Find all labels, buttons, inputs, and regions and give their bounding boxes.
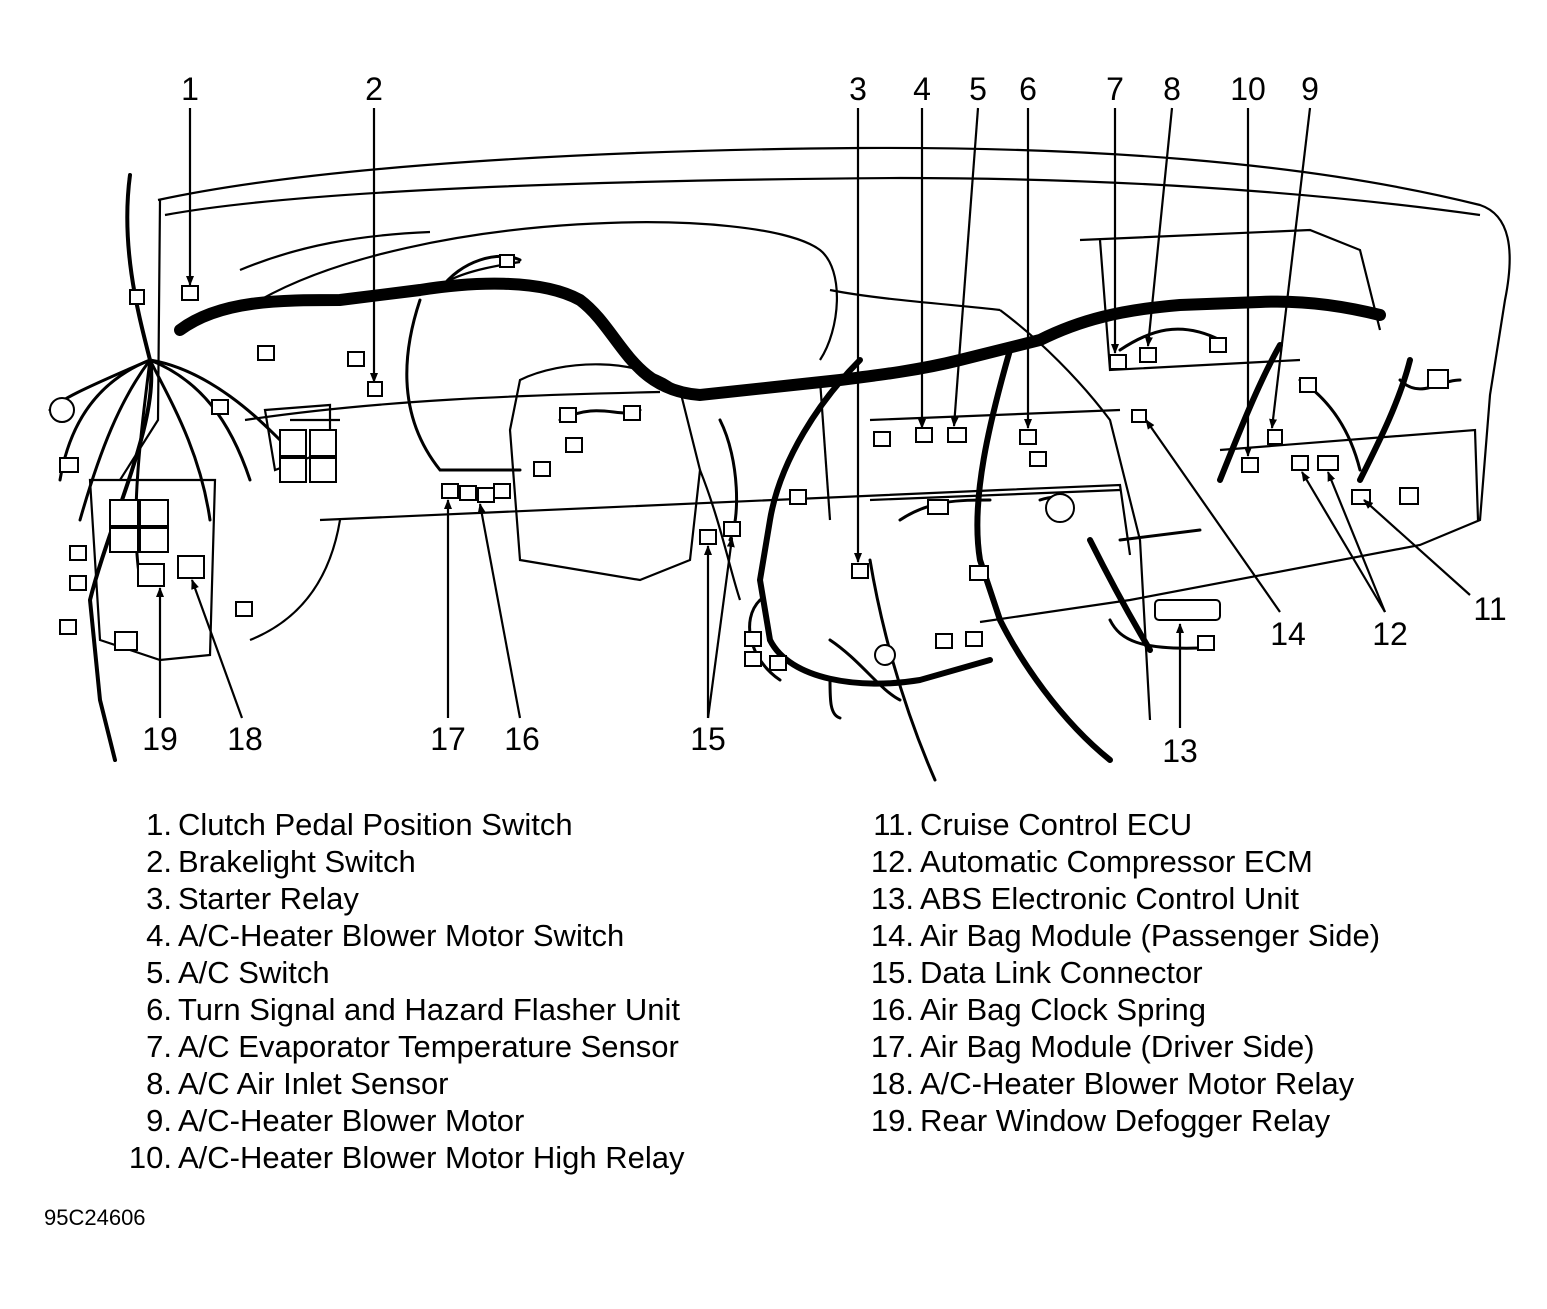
legend-label: Air Bag Module (Passenger Side) <box>920 918 1381 953</box>
callout-arrow-11 <box>1363 499 1471 596</box>
legend-item: 6.Turn Signal and Hazard Flasher Unit <box>120 991 685 1028</box>
legend-number: 4. <box>146 918 172 953</box>
legend-item: 17.Air Bag Module (Driver Side) <box>860 1028 1380 1065</box>
legend-item: 7.A/C Evaporator Temperature Sensor <box>120 1028 685 1065</box>
callout-arrow-12b <box>1326 471 1387 613</box>
callout-19: 19 <box>142 721 178 757</box>
callout-arrow-9 <box>1269 107 1312 429</box>
legend-number: 5. <box>146 955 172 990</box>
callout-5: 5 <box>969 71 987 107</box>
callout-9: 9 <box>1301 71 1319 107</box>
figure-id: 95C24606 <box>44 1205 146 1230</box>
callout-4: 4 <box>913 71 931 107</box>
callout-10: 10 <box>1230 71 1266 107</box>
legend-item: 9.A/C-Heater Blower Motor <box>120 1102 685 1139</box>
legend-label: Cruise Control ECU <box>920 807 1193 842</box>
callout-11: 11 <box>1473 591 1506 627</box>
legend-item: 11.Cruise Control ECU <box>860 806 1380 843</box>
legend-label: Rear Window Defogger Relay <box>920 1103 1331 1138</box>
callout-arrow-8 <box>1144 107 1174 347</box>
legend-number: 3. <box>146 881 172 916</box>
legend-item: 5.A/C Switch <box>120 954 685 991</box>
legend-label: A/C Air Inlet Sensor <box>178 1066 449 1101</box>
legend-item: 1.Clutch Pedal Position Switch <box>120 806 685 843</box>
legend-number: 16. <box>870 992 914 1027</box>
legend-item: 14.Air Bag Module (Passenger Side) <box>860 917 1380 954</box>
legend-item: 12.Automatic Compressor ECM <box>860 843 1380 880</box>
legend-label: Starter Relay <box>178 881 359 916</box>
callout-12: 12 <box>1372 616 1408 652</box>
legend-item: 13.ABS Electronic Control Unit <box>860 880 1380 917</box>
callout-arrow-12a <box>1301 471 1386 613</box>
legend-label: Air Bag Module (Driver Side) <box>920 1029 1315 1064</box>
legend-right-column: 11.Cruise Control ECU 12.Automatic Compr… <box>860 806 1380 1139</box>
legend-label: A/C-Heater Blower Motor High Relay <box>178 1140 685 1175</box>
callout-8: 8 <box>1163 71 1181 107</box>
legend-item: 15.Data Link Connector <box>860 954 1380 991</box>
legend-item: 2.Brakelight Switch <box>120 843 685 880</box>
callout-arrow-14 <box>1145 419 1281 613</box>
legend-item: 8.A/C Air Inlet Sensor <box>120 1065 685 1102</box>
callout-13: 13 <box>1162 733 1198 769</box>
callout-14: 14 <box>1270 616 1306 652</box>
legend-number: 6. <box>146 992 172 1027</box>
legend-label: Data Link Connector <box>920 955 1203 990</box>
callout-3: 3 <box>849 71 867 107</box>
dashboard-wiring-diagram: 1 2 3 4 5 6 7 8 9 10 11 12 13 14 15 16 1… <box>48 71 1511 782</box>
legend-number: 18. <box>870 1066 914 1101</box>
callout-numbers: 1 2 3 4 5 6 7 8 9 10 11 12 13 14 15 16 1… <box>142 71 1506 769</box>
legend-number: 7. <box>146 1029 172 1064</box>
callout-arrow-16 <box>477 503 522 719</box>
legend-label: ABS Electronic Control Unit <box>920 881 1300 916</box>
callout-arrows <box>156 107 1471 728</box>
legend-number: 2. <box>146 844 172 879</box>
legend-label: A/C-Heater Blower Motor Switch <box>178 918 625 953</box>
legend-label: Turn Signal and Hazard Flasher Unit <box>178 992 680 1027</box>
legend-item: 3.Starter Relay <box>120 880 685 917</box>
legend-number: 13. <box>870 881 914 916</box>
legend-label: Automatic Compressor ECM <box>920 844 1313 879</box>
legend-left-column: 1.Clutch Pedal Position Switch 2.Brakeli… <box>120 806 685 1176</box>
callout-arrow-15b <box>706 537 735 719</box>
callout-15: 15 <box>690 721 726 757</box>
callout-arrow-18 <box>190 579 244 719</box>
legend-item: 10.A/C-Heater Blower Motor High Relay <box>120 1139 685 1176</box>
callout-16: 16 <box>504 721 540 757</box>
legend-number: 17. <box>870 1029 914 1064</box>
legend-label: A/C Evaporator Temperature Sensor <box>178 1029 679 1064</box>
legend-number: 12. <box>870 844 914 879</box>
legend-number: 9. <box>146 1103 172 1138</box>
legend-number: 11. <box>873 807 914 842</box>
legend-label: Air Bag Clock Spring <box>920 992 1207 1027</box>
legend-label: A/C Switch <box>178 955 330 990</box>
legend-number: 15. <box>870 955 914 990</box>
callout-6: 6 <box>1019 71 1037 107</box>
callout-1: 1 <box>181 71 199 107</box>
callout-17: 17 <box>430 721 466 757</box>
legend-number: 1. <box>146 807 172 842</box>
connectors <box>49 254 1449 671</box>
legend-number: 14. <box>870 918 914 953</box>
legend-item: 19.Rear Window Defogger Relay <box>860 1102 1380 1139</box>
callout-arrow-5 <box>950 107 980 427</box>
legend-item: 4.A/C-Heater Blower Motor Switch <box>120 917 685 954</box>
legend-item: 16.Air Bag Clock Spring <box>860 991 1380 1028</box>
legend-number: 10. <box>128 1140 172 1175</box>
legend-label: A/C-Heater Blower Motor <box>178 1103 525 1138</box>
legend-number: 8. <box>146 1066 172 1101</box>
callout-18: 18 <box>227 721 263 757</box>
legend-label: Brakelight Switch <box>178 844 416 879</box>
callout-7: 7 <box>1106 71 1124 107</box>
legend-label: Clutch Pedal Position Switch <box>178 807 573 842</box>
callout-2: 2 <box>365 71 383 107</box>
legend-item: 18.A/C-Heater Blower Motor Relay <box>860 1065 1380 1102</box>
legend-label: A/C-Heater Blower Motor Relay <box>920 1066 1355 1101</box>
legend-number: 19. <box>870 1103 914 1138</box>
